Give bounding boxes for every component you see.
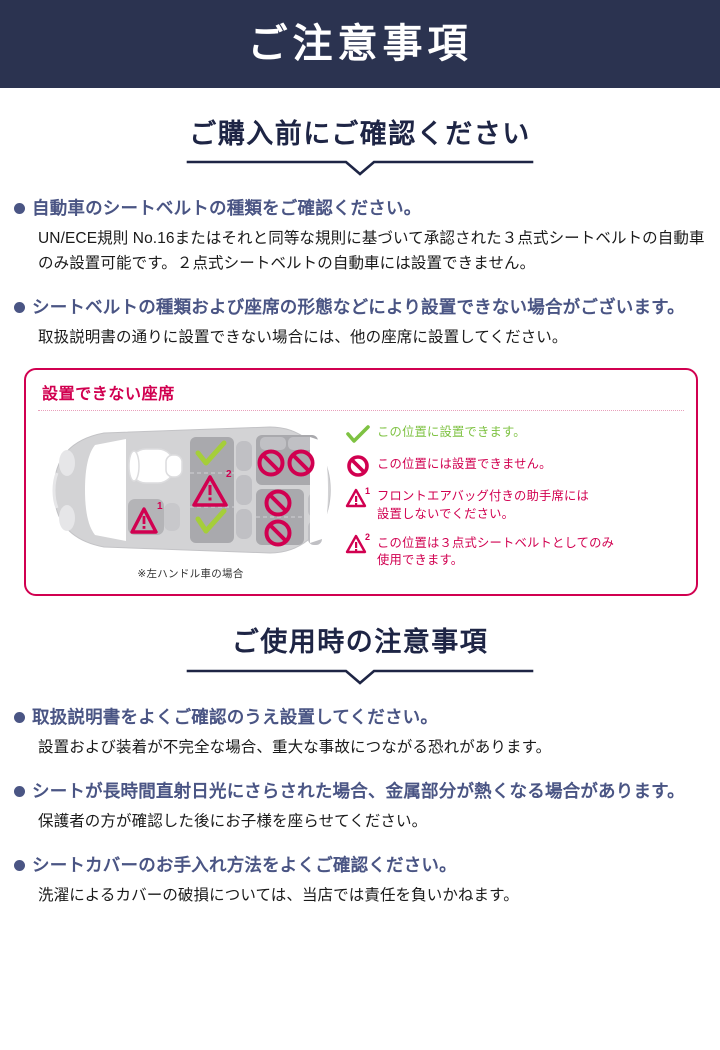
bullet-body-text: UN/ECE規則 No.16またはそれと同等な規則に基づいて承認された３点式シー… bbox=[38, 230, 705, 273]
car-marker-prohibition-icon-rear-3 bbox=[264, 489, 292, 517]
bullet-heading-row: 取扱説明書をよくご確認のうえ設置してください。 bbox=[14, 705, 706, 730]
car-marker-warning-triangle-2-icon: 2 bbox=[192, 469, 232, 508]
rear-window-shape bbox=[310, 437, 328, 544]
front-bumper-line bbox=[52, 472, 59, 509]
bullet-item-seat-cover-care: シートカバーのお手入れ方法をよくご確認ください。 洗濯によるカバーの破損について… bbox=[14, 853, 706, 908]
warning-triangle-1-icon: 1 bbox=[343, 485, 373, 510]
page-header-banner: ご注意事項 bbox=[0, 0, 720, 88]
warning-triangle-2-icon: 2 bbox=[343, 532, 373, 557]
section-heading-purchase: ご購入前にご確認ください bbox=[0, 118, 720, 177]
steering-wheel-icon bbox=[128, 450, 140, 483]
svg-text:1: 1 bbox=[365, 486, 370, 496]
diagram-title: 設置できない座席 bbox=[42, 386, 175, 404]
bullet-body-text: 設置および装着が不完全な場合、重大な事故につながる恐れがあります。 bbox=[38, 738, 552, 756]
car-diagram-caption: ※左ハンドル車の場合 bbox=[137, 568, 244, 581]
rear-headrest-left bbox=[260, 437, 286, 451]
bullet-list-usage: 取扱説明書をよくご確認のうえ設置してください。 設置および装着が不完全な場合、重… bbox=[0, 705, 720, 908]
legend-label-line1: この位置は３点式シートベルトとしてのみ bbox=[377, 535, 615, 550]
car-diagram-container: 1 2 bbox=[38, 415, 343, 581]
legend-item-three-point-only: 2 この位置は３点式シートベルトとしてのみ 使用できます。 bbox=[343, 532, 684, 569]
svg-text:1: 1 bbox=[157, 501, 163, 512]
legend-item-airbag-warning: 1 フロントエアバッグ付きの助手席には 設置しないでください。 bbox=[343, 485, 684, 522]
bullet-item-sunlight-heat: シートが長時間直射日光にさらされた場合、金属部分が熱くなる場合があります。 保護… bbox=[14, 779, 706, 834]
section-heading-usage: ご使用時の注意事項 bbox=[0, 626, 720, 685]
legend-label-line1: フロントエアバッグ付きの助手席には bbox=[377, 489, 589, 504]
car-marker-prohibition-icon-rear-2 bbox=[287, 449, 315, 477]
bullet-body-text: 保護者の方が確認した後にお子様を座らせてください。 bbox=[38, 812, 428, 830]
prohibition-icon bbox=[343, 453, 373, 478]
windshield-shape bbox=[85, 439, 126, 542]
legend-label-line2: 設置しないでください。 bbox=[377, 506, 515, 521]
dashboard-shape bbox=[165, 454, 183, 479]
bullet-heading-row: シートカバーのお手入れ方法をよくご確認ください。 bbox=[14, 853, 706, 878]
rear-headrest-right bbox=[288, 437, 314, 451]
bullet-item-seat-shape: シートベルトの種類および座席の形態などにより設置できない場合がございます。 取扱… bbox=[14, 295, 706, 350]
bullet-body-text: 取扱説明書の通りに設置できない場合には、他の座席に設置してください。 bbox=[38, 329, 568, 347]
bullet-dot-icon bbox=[14, 859, 25, 871]
section-title-purchase: ご購入前にご確認ください bbox=[189, 119, 531, 149]
middle-row-side-top bbox=[236, 441, 252, 472]
bullet-item-manual-check: 取扱説明書をよくご確認のうえ設置してください。 設置および装着が不完全な場合、重… bbox=[14, 705, 706, 760]
bullet-body-text: 洗濯によるカバーの破損については、当店では責任を負いかねます。 bbox=[38, 886, 519, 904]
bullet-heading-text: シートが長時間直射日光にさらされた場合、金属部分が熱くなる場合があります。 bbox=[32, 780, 685, 801]
bullet-heading-row: 自動車のシートベルトの種類をご確認ください。 bbox=[14, 196, 706, 221]
headlight-right-icon bbox=[59, 505, 75, 532]
car-marker-check-icon-middle-left bbox=[195, 440, 227, 466]
diagram-legend: この位置に設置できます。 この位置には設置できません。 bbox=[343, 415, 684, 581]
diagram-body: 1 2 bbox=[38, 415, 684, 581]
svg-text:2: 2 bbox=[365, 532, 370, 542]
bullet-dot-icon bbox=[14, 203, 25, 215]
bullet-heading-row: シートが長時間直射日光にさらされた場合、金属部分が熱くなる場合があります。 bbox=[14, 779, 706, 804]
car-marker-warning-triangle-1-icon: 1 bbox=[130, 501, 163, 535]
bullet-heading-text: 取扱説明書をよくご確認のうえ設置してください。 bbox=[32, 706, 439, 727]
car-marker-prohibition-icon-rear-4 bbox=[264, 519, 292, 547]
headlight-left-icon bbox=[59, 450, 75, 477]
legend-label-not-allowed: この位置には設置できません。 bbox=[377, 457, 552, 472]
page-title: ご注意事項 bbox=[247, 22, 473, 66]
bullet-dot-icon bbox=[14, 302, 25, 314]
legend-label-airbag-warning: フロントエアバッグ付きの助手席には 設置しないでください。 bbox=[377, 485, 589, 522]
car-marker-check-icon-middle-right bbox=[195, 508, 227, 534]
bullet-list-purchase: 自動車のシートベルトの種類をご確認ください。 UN/ECE規則 No.16または… bbox=[0, 196, 720, 350]
legend-item-not-allowed: この位置には設置できません。 bbox=[343, 453, 684, 478]
bullet-item-seatbelt-type: 自動車のシートベルトの種類をご確認ください。 UN/ECE規則 No.16または… bbox=[14, 196, 706, 276]
middle-row-block bbox=[190, 437, 234, 544]
section-title-usage: ご使用時の注意事項 bbox=[231, 627, 489, 658]
legend-label-allowed: この位置に設置できます。 bbox=[377, 425, 526, 440]
legend-label-line2: 使用できます。 bbox=[377, 553, 464, 568]
car-marker-prohibition-icon-rear-1 bbox=[257, 449, 285, 477]
middle-row-side-bot bbox=[236, 509, 252, 540]
bullet-heading-text: 自動車のシートベルトの種類をご確認ください。 bbox=[32, 198, 422, 219]
car-top-view-diagram: 1 2 bbox=[52, 426, 331, 554]
svg-text:2: 2 bbox=[226, 469, 232, 480]
bullet-dot-icon bbox=[14, 785, 25, 797]
legend-label-three-point-only: この位置は３点式シートベルトとしてのみ 使用できます。 bbox=[377, 532, 614, 569]
unavailable-seats-panel: 設置できない座席 bbox=[24, 368, 698, 597]
middle-row-side-mid bbox=[236, 475, 252, 506]
heading-underline-chevron bbox=[186, 669, 534, 685]
bullet-heading-row: シートベルトの種類および座席の形態などにより設置できない場合がございます。 bbox=[14, 295, 706, 320]
legend-item-allowed: この位置に設置できます。 bbox=[343, 421, 684, 446]
diagram-divider bbox=[38, 410, 684, 412]
front-passenger-seat-side bbox=[164, 503, 180, 532]
bullet-heading-text: シートベルトの種類および座席の形態などにより設置できない場合がございます。 bbox=[32, 297, 685, 318]
heading-underline-chevron bbox=[186, 161, 534, 177]
check-icon bbox=[343, 421, 373, 446]
bullet-heading-text: シートカバーのお手入れ方法をよくご確認ください。 bbox=[32, 854, 457, 875]
bullet-dot-icon bbox=[14, 711, 25, 723]
